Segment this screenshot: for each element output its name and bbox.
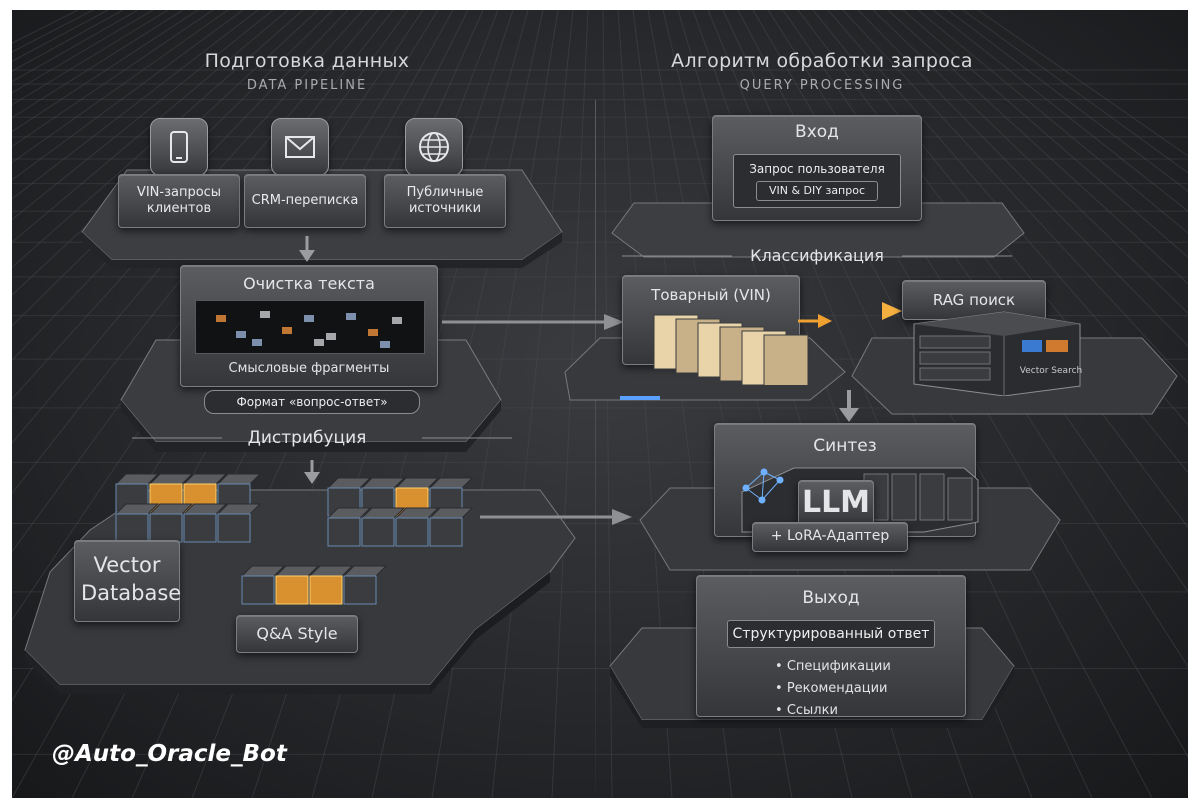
qa-style-text: Q&A Style	[256, 624, 338, 643]
text-fragment	[252, 339, 262, 346]
data-cube	[148, 503, 194, 543]
distribution-title: Дистрибуция	[247, 428, 367, 448]
data-cube	[360, 507, 406, 547]
llm-label: LLM	[801, 485, 871, 520]
output-item: • Ссылки	[775, 703, 838, 718]
left-subtitle: DATA PIPELINE	[246, 78, 368, 93]
lora-adapter-label: + LoRA-Адаптер	[770, 528, 890, 544]
output-panel: Выход Структурированный ответ • Специфик…	[696, 575, 966, 718]
cube-stack	[240, 565, 388, 605]
vector-search-label: Vector Search	[1019, 366, 1083, 376]
arrow-down-1	[299, 236, 315, 262]
source-card-vin: VIN-запросы клиентов	[118, 174, 240, 228]
globe-icon	[405, 118, 463, 176]
orange-arrow-small	[798, 314, 832, 328]
input-line-2-box: VIN & DIY запрос	[756, 181, 878, 201]
data-cube	[114, 503, 160, 543]
text-fragment	[346, 313, 356, 320]
source-card-crm: CRM-переписка	[244, 174, 366, 228]
arrow-down-2	[304, 460, 320, 484]
orange-arrow-large	[832, 302, 902, 320]
classification-rule	[622, 255, 1012, 257]
lora-adapter-box: + LoRA-Адаптер	[752, 522, 908, 552]
data-cube	[274, 565, 320, 605]
right-header: Алгоритм обработки запроса QUERY PROCESS…	[632, 50, 1012, 93]
column-divider	[595, 100, 596, 790]
input-title: Вход	[795, 122, 839, 142]
arrow-to-classification	[442, 314, 624, 330]
text-fragment	[304, 315, 314, 322]
llm-label-box: LLM	[798, 480, 874, 528]
product-title: Товарный (VIN)	[651, 286, 771, 304]
cube-stack	[114, 473, 262, 543]
text-fragment	[314, 339, 324, 346]
source-label-public: Публичные источники	[406, 185, 484, 216]
right-title: Алгоритм обработки запроса	[671, 50, 973, 72]
input-line-2: VIN & DIY запрос	[768, 184, 866, 197]
document-stack	[653, 314, 808, 385]
data-cube	[308, 565, 354, 605]
envelope-icon	[271, 118, 329, 176]
left-title: Подготовка данных	[204, 50, 410, 72]
data-cube	[240, 565, 286, 605]
input-query-box: Запрос пользователя VIN & DIY запрос	[733, 154, 901, 208]
data-cube	[326, 507, 372, 547]
text-fragment	[368, 329, 378, 336]
format-label: Формат «вопрос-ответ»	[236, 395, 388, 409]
data-cube	[428, 507, 474, 547]
arrow-to-synthesis	[480, 509, 632, 525]
output-title: Выход	[802, 588, 860, 608]
qa-style-label: Q&A Style	[236, 615, 358, 653]
left-header: Подготовка данных DATA PIPELINE	[172, 50, 442, 93]
vector-database-text: Vector Database	[81, 553, 182, 605]
arrow-down-3	[839, 390, 859, 422]
text-fragment	[282, 327, 292, 334]
structured-answer-box: Структурированный ответ	[727, 620, 935, 648]
cube-stack	[326, 477, 474, 547]
cleaning-title: Очистка текста	[243, 274, 375, 293]
structured-answer-label: Структурированный ответ	[732, 626, 930, 642]
text-fragment	[216, 315, 226, 322]
text-fragment	[380, 341, 390, 348]
output-item: • Спецификации	[775, 659, 891, 674]
output-list: • Спецификации • Рекомендации • Ссылки	[775, 656, 891, 722]
input-line-1: Запрос пользователя	[749, 162, 885, 176]
synthesis-title: Синтез	[813, 436, 877, 456]
text-fragment	[326, 333, 336, 340]
input-panel: Вход Запрос пользователя VIN & DIY запро…	[712, 115, 922, 221]
smartphone-icon	[150, 118, 208, 176]
watermark: @Auto_Oracle_Bot	[52, 741, 287, 767]
source-label-vin: VIN-запросы клиентов	[136, 185, 222, 216]
source-label-crm: CRM-переписка	[251, 193, 359, 208]
text-fragment	[236, 331, 246, 338]
data-cube	[394, 507, 440, 547]
data-cube	[216, 503, 262, 543]
text-fragments-visual	[195, 300, 425, 354]
fragments-caption: Смысловые фрагменты	[228, 361, 390, 376]
cleaning-panel: Очистка текста Смысловые фрагменты	[180, 265, 438, 387]
source-card-public: Публичные источники	[384, 174, 506, 228]
data-cube	[342, 565, 388, 605]
rag-title: RAG поиск	[932, 291, 1016, 309]
vector-database-label: Vector Database	[74, 540, 182, 622]
output-item: • Рекомендации	[775, 681, 888, 696]
distribution-rule	[132, 437, 512, 439]
document-card	[763, 334, 808, 385]
text-fragment	[392, 317, 402, 324]
text-fragment	[260, 311, 270, 318]
server-rack	[913, 311, 1081, 396]
right-subtitle: QUERY PROCESSING	[739, 78, 905, 93]
diagram-canvas: Подготовка данных DATA PIPELINE Алгоритм…	[12, 10, 1188, 798]
classification-title: Классификация	[750, 246, 884, 265]
data-cube	[182, 503, 228, 543]
format-pill: Формат «вопрос-ответ»	[204, 390, 420, 414]
